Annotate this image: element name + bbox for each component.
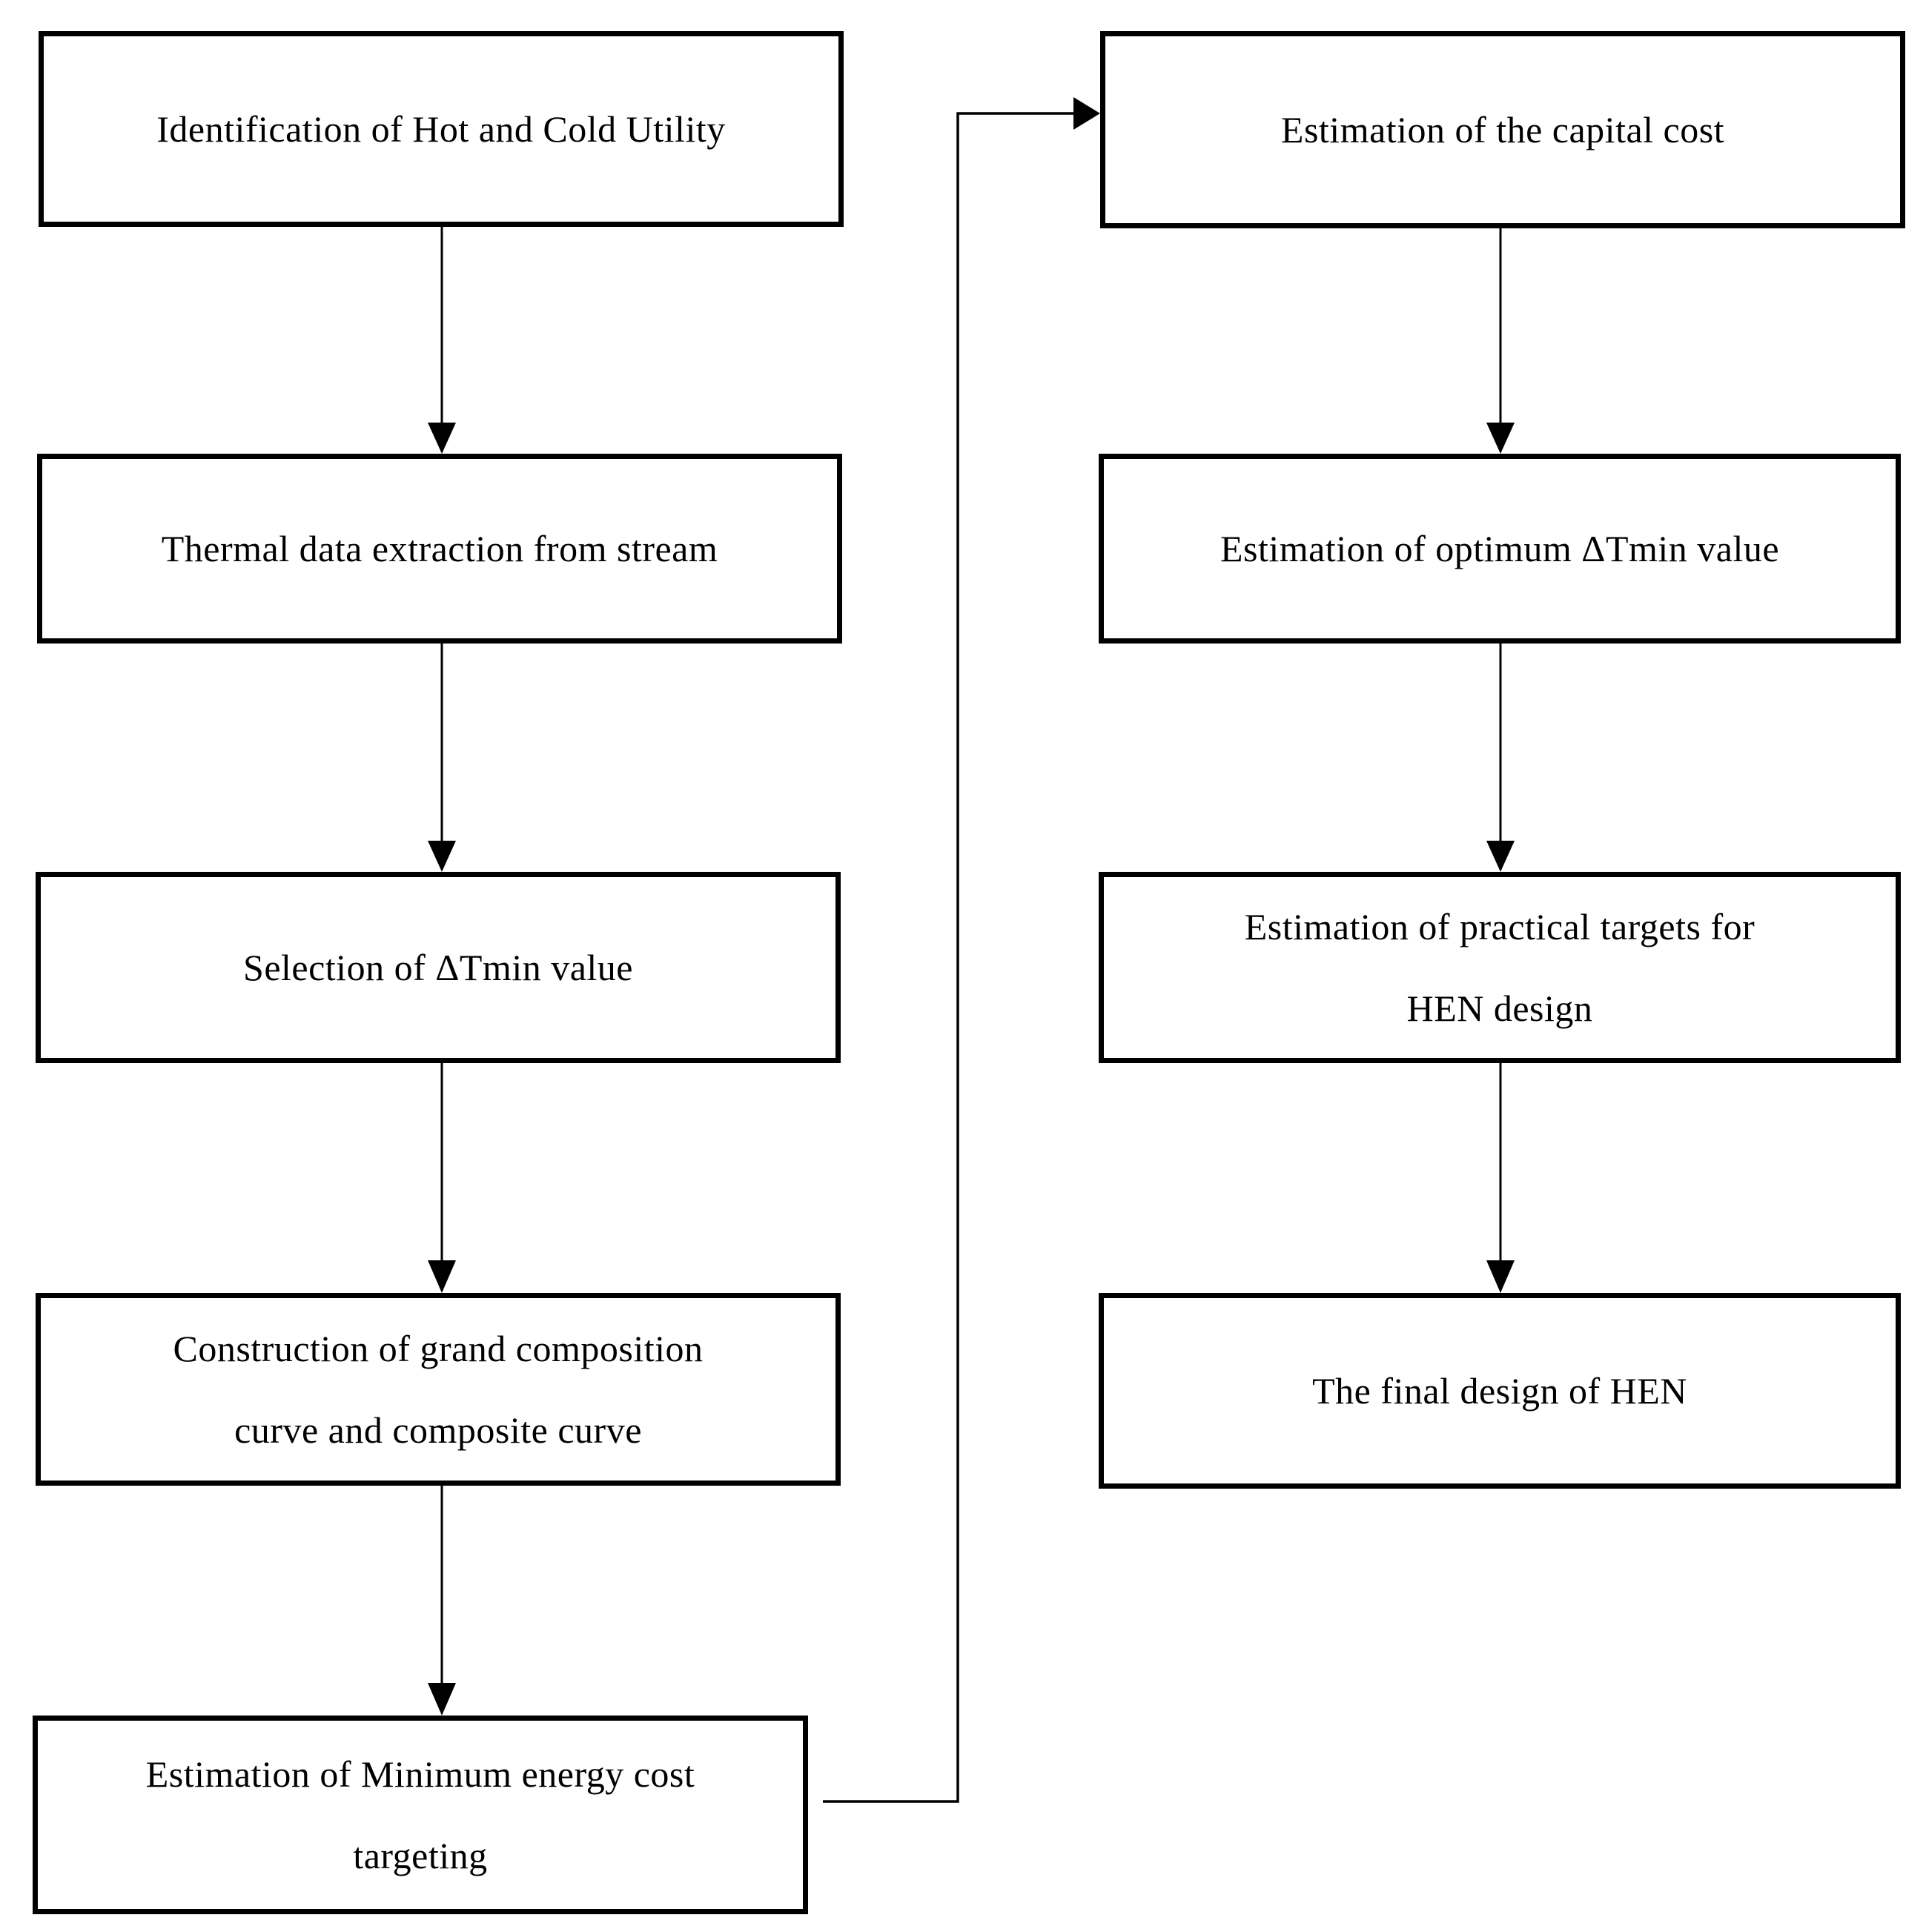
arrow-targets-to-final (1486, 1063, 1515, 1293)
arrow-head-icon (428, 1260, 456, 1293)
arrow-optimum-to-targets (1486, 644, 1515, 872)
box-identification-hot-cold-utility: Identification of Hot and Cold Utility (39, 31, 844, 227)
box-label-line2: curve and composite curve (234, 1409, 642, 1451)
box-label: Selection of ΔTmin value (243, 947, 633, 988)
box-label: Estimation of the capital cost (1280, 109, 1725, 150)
box-label-line2: HEN design (1406, 987, 1593, 1029)
arrow-head-icon (428, 1683, 456, 1716)
arrow-selection-to-construction (428, 1063, 456, 1293)
connector-energy-to-capital (823, 97, 1100, 1803)
arrow-thermal-to-selection (428, 644, 456, 872)
box-selection-dtmin: Selection of ΔTmin value (36, 872, 841, 1063)
arrow-identify-to-thermal (428, 227, 456, 454)
connector-path (823, 112, 1075, 1803)
box-label: Thermal data extraction from stream (161, 528, 718, 569)
arrow-head-icon (1073, 97, 1100, 130)
box-label: Identification of Hot and Cold Utility (156, 108, 726, 150)
box-estimation-practical-targets: Estimation of practical targets for HEN … (1099, 872, 1901, 1063)
box-label: The final design of HEN (1312, 1370, 1687, 1412)
arrow-head-icon (1486, 423, 1515, 454)
arrow-head-icon (1486, 1260, 1515, 1293)
box-construction-curves: Construction of grand composition curve … (36, 1293, 841, 1486)
box-label-line1: Construction of grand composition (173, 1328, 704, 1369)
arrow-construction-to-energy (428, 1486, 456, 1716)
box-label-line1: Estimation of practical targets for (1244, 906, 1755, 947)
arrow-head-icon (1486, 841, 1515, 872)
box-thermal-data-extraction: Thermal data extraction from stream (37, 454, 842, 644)
box-final-design-hen: The final design of HEN (1099, 1293, 1901, 1489)
box-label: Estimation of optimum ΔTmin value (1220, 528, 1780, 569)
box-label-line2: targeting (353, 1835, 488, 1876)
box-estimation-capital-cost: Estimation of the capital cost (1100, 31, 1905, 228)
box-estimation-optimum-dtmin: Estimation of optimum ΔTmin value (1099, 454, 1901, 644)
box-estimation-min-energy-cost: Estimation of Minimum energy cost target… (33, 1716, 808, 1914)
arrow-head-icon (428, 423, 456, 454)
arrow-capital-to-optimum (1486, 228, 1515, 454)
arrow-head-icon (428, 841, 456, 872)
box-label-line1: Estimation of Minimum energy cost (145, 1753, 695, 1795)
